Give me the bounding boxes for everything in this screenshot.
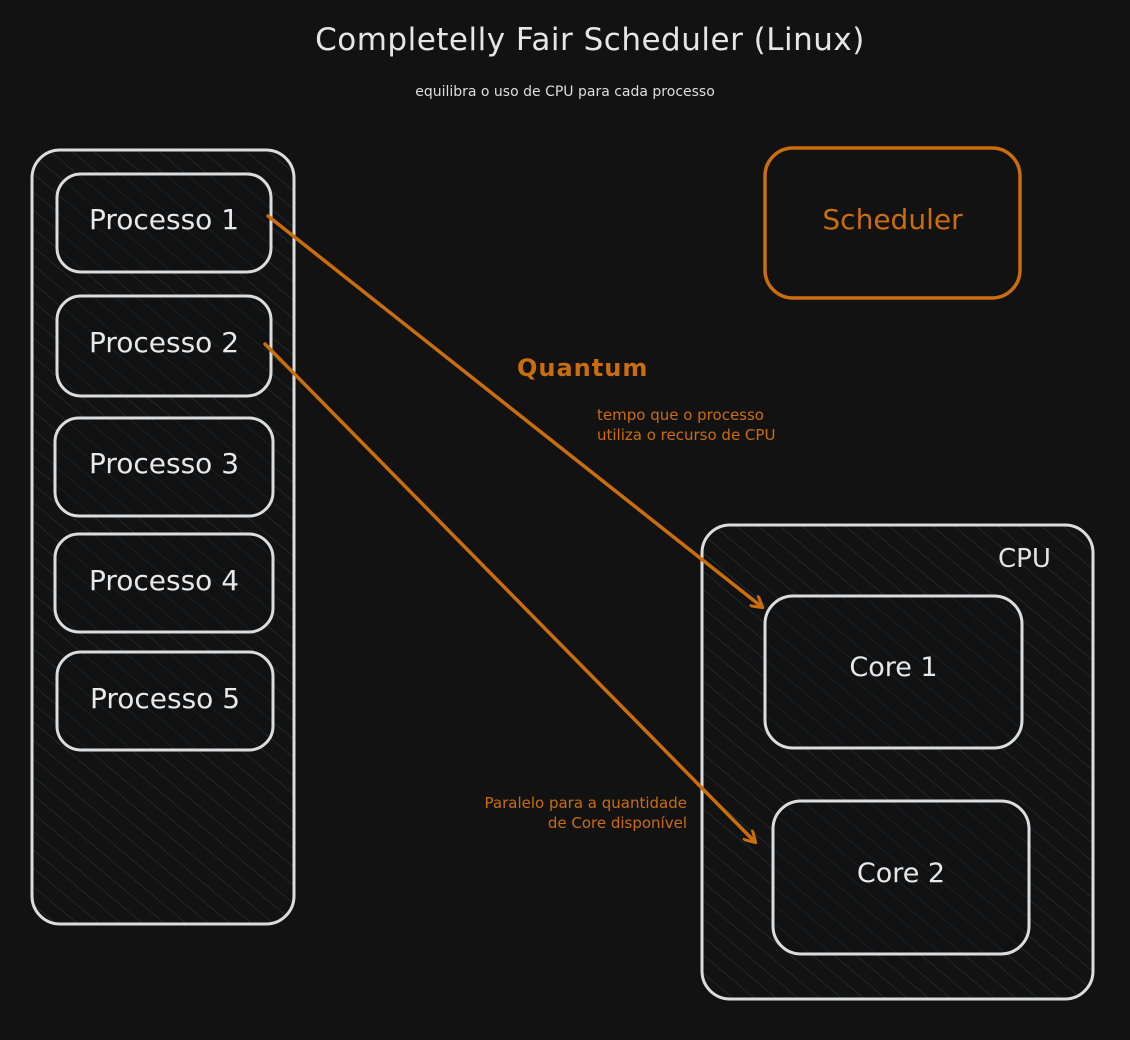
diagram-title: Completelly Fair Scheduler (Linux) [315,22,865,58]
process-label-2: Processo 2 [88,326,240,359]
core-box-1[interactable] [763,594,1024,750]
quantum-description: tempo que o processo utiliza o recurso d… [597,405,775,445]
process-box-1[interactable] [55,172,273,274]
cpu-container [700,523,1095,1001]
cpu-label: CPU [998,544,1051,574]
process-box-3[interactable] [53,416,275,518]
diagram-subtitle: equilibra o uso de CPU para cada process… [415,84,715,100]
scheduler-label: Scheduler [822,203,963,236]
process-label-3: Processo 3 [88,447,240,480]
process-box-5[interactable] [55,650,275,752]
quantum-label: Quantum [517,354,649,382]
process-label-5: Processo 5 [89,682,241,715]
process-box-2[interactable] [55,294,273,398]
arrow-process1-to-core1 [266,214,762,607]
quantum-description-line-2: utiliza o recurso de CPU [597,426,776,444]
parallel-note-line-2: de Core disponível [547,814,687,832]
parallel-note-line-1: Paralelo para a quantidade [484,794,687,812]
parallel-note: Paralelo para a quantidade de Core dispo… [395,793,687,833]
arrow-process2-to-core2 [263,342,755,842]
process-queue-container [30,148,296,926]
core-box-2[interactable] [771,799,1031,956]
process-label-4: Processo 4 [88,564,240,597]
core-label-1: Core 1 [849,652,938,683]
process-label-1: Processo 1 [88,203,240,236]
scheduler-box[interactable] [763,146,1022,300]
process-box-4[interactable] [53,532,275,634]
core-label-2: Core 2 [856,858,946,889]
quantum-description-line-1: tempo que o processo [597,406,764,424]
